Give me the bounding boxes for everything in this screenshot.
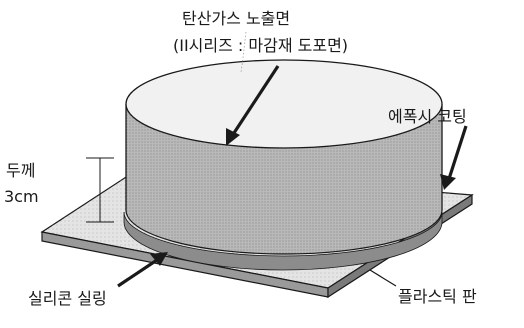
silicone-sealant-band: [123, 211, 443, 271]
thickness-dimension: [86, 157, 114, 223]
title-leader-line: [240, 31, 247, 73]
exposed-surface-label: 탄산가스 노출면: [182, 9, 291, 28]
silicone-sealing-arrow: [117, 252, 168, 288]
specimen-bottom-edge: [125, 209, 443, 255]
plastic-plate-label: 플라스틱 판: [398, 287, 477, 306]
series-note-label: (II시리즈 : 마감재 도포면): [173, 36, 349, 55]
exposed-surface-arrow: [226, 65, 280, 146]
thickness-value: 3cm: [4, 187, 39, 206]
epoxy-coating-arrow: [440, 125, 468, 190]
epoxy-coating-label: 에폭시 코팅: [388, 107, 467, 126]
plastic-plate-leader: [369, 269, 397, 287]
silicone-sealing-label: 실리콘 실링: [28, 289, 107, 308]
specimen-cylinder: [125, 59, 443, 255]
thickness-label: 두께: [6, 161, 36, 180]
specimen-top-face: [125, 59, 443, 149]
